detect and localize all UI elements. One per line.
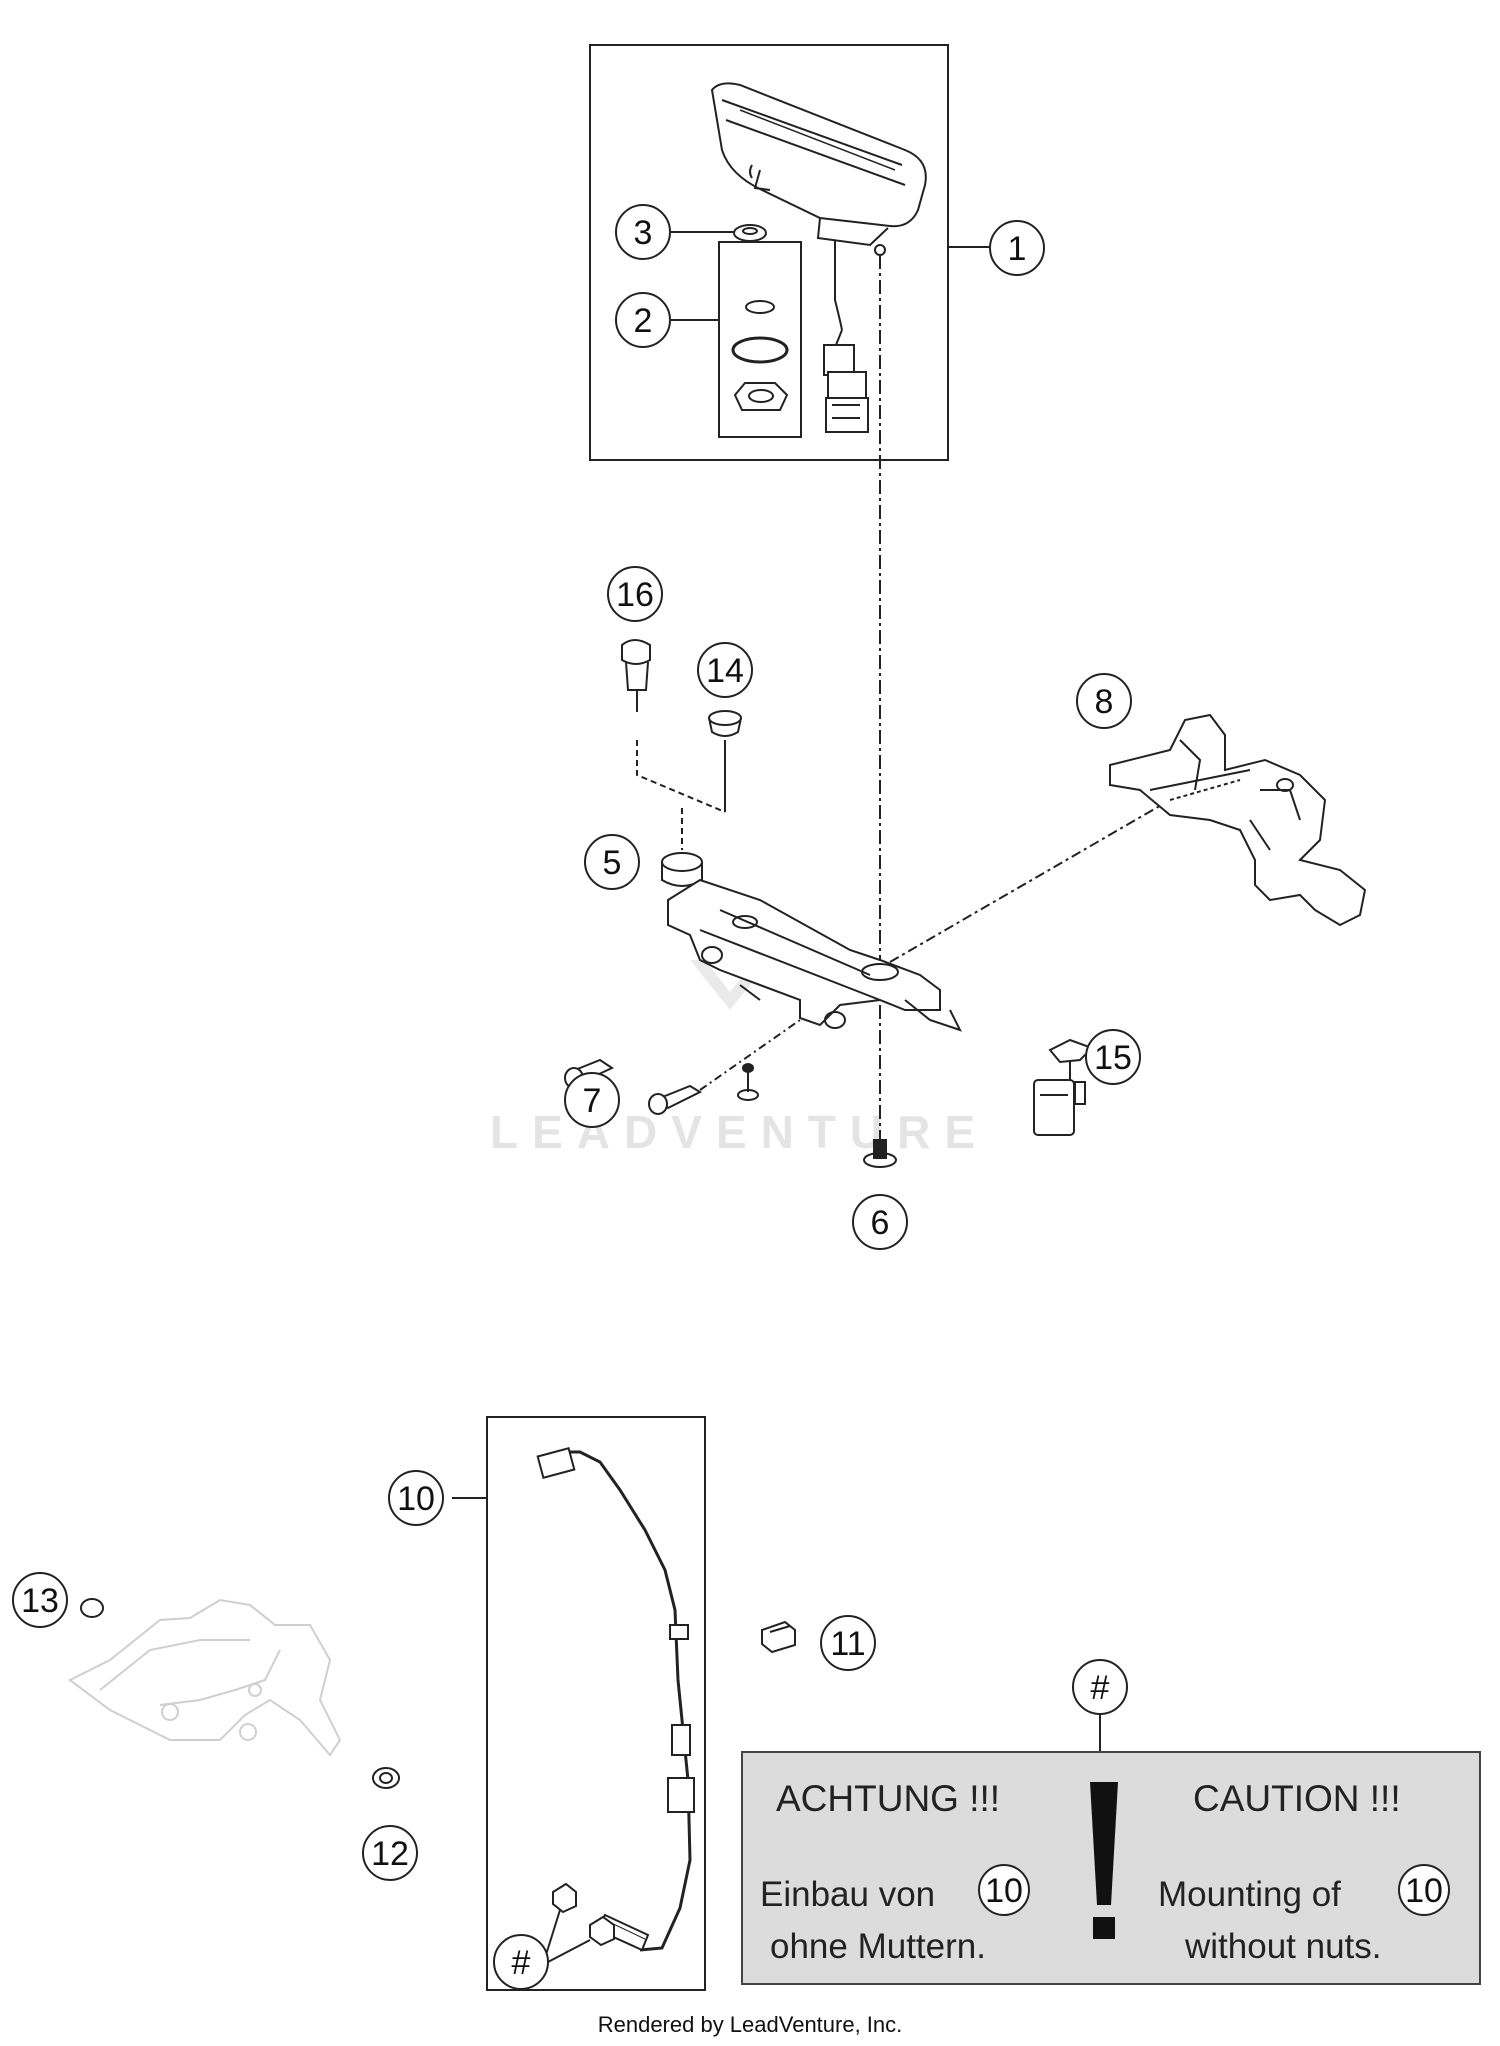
callout-label-10: 10 bbox=[397, 1480, 435, 1518]
caution-ref: 10 bbox=[1405, 1872, 1443, 1910]
callout-1 bbox=[989, 220, 1045, 276]
callout-label-13: 13 bbox=[21, 1582, 59, 1620]
achtung-line2: ohne Muttern. bbox=[770, 1927, 986, 1966]
callout-5 bbox=[584, 834, 640, 890]
callout-label-2: 2 bbox=[634, 302, 653, 340]
callout-3 bbox=[615, 204, 671, 260]
callouts bbox=[12, 204, 1141, 1990]
dashboard-kit-frame bbox=[589, 44, 949, 461]
callout-label-hash-notice: # bbox=[1091, 1669, 1110, 1707]
callout-12 bbox=[362, 1825, 418, 1881]
sensor-kit-frame bbox=[486, 1416, 706, 1991]
caution-line1: Mounting of bbox=[1158, 1875, 1341, 1914]
callout-11 bbox=[820, 1615, 876, 1671]
callout-label-15: 15 bbox=[1094, 1039, 1132, 1077]
callout-7 bbox=[564, 1072, 620, 1128]
render-credit: Rendered by LeadVenture, Inc. bbox=[597, 2012, 903, 2037]
achtung-heading: ACHTUNG !!! bbox=[776, 1778, 1000, 1819]
main-bracket-part bbox=[667, 878, 962, 1032]
callout-16 bbox=[607, 566, 663, 622]
bracket-assembly-group bbox=[564, 639, 1367, 1168]
callout-2 bbox=[615, 292, 671, 348]
achtung-ref: 10 bbox=[985, 1872, 1023, 1910]
callout-14 bbox=[697, 642, 753, 698]
callout-hash-notice bbox=[1072, 1659, 1128, 1715]
callout-label-11: 11 bbox=[830, 1625, 865, 1663]
callout-15 bbox=[1085, 1029, 1141, 1085]
holder-part-8 bbox=[1109, 713, 1367, 927]
callout-label-7: 7 bbox=[583, 1082, 602, 1120]
cap-part-14 bbox=[708, 710, 742, 812]
callout-label-12: 12 bbox=[371, 1835, 409, 1873]
switch-part-15 bbox=[1033, 1038, 1094, 1136]
bushing-part-5 bbox=[661, 852, 703, 887]
bolt-part-6 bbox=[863, 1139, 897, 1168]
caution-line2: without nuts. bbox=[1184, 1927, 1382, 1966]
seal-kit-part-2 bbox=[731, 300, 789, 411]
achtung-line1: Einbau von bbox=[760, 1875, 935, 1914]
watermark-text: LEADVENTURE bbox=[490, 1106, 989, 1158]
plug-part-16 bbox=[621, 639, 651, 712]
callout-label-16: 16 bbox=[616, 576, 654, 614]
exclamation-icon bbox=[1090, 1782, 1118, 1939]
callout-label-3: 3 bbox=[634, 214, 653, 252]
callout-label-5: 5 bbox=[603, 844, 622, 882]
screw-part bbox=[737, 1063, 759, 1101]
callout-6 bbox=[852, 1194, 908, 1250]
sensor-kit-group bbox=[452, 1416, 706, 1991]
dashboard-unit-part bbox=[710, 82, 927, 433]
callout-hash-kit bbox=[493, 1934, 549, 1990]
callout-13 bbox=[12, 1572, 68, 1628]
washer-part-3 bbox=[733, 224, 767, 242]
callout-10 bbox=[388, 1470, 444, 1526]
callout-label-6: 6 bbox=[871, 1204, 890, 1242]
bolt-part-7 bbox=[564, 1019, 801, 1115]
callout-labels: 1 2 3 16 14 8 5 15 7 6 10 13 11 12 # # bbox=[21, 214, 1132, 1982]
callout-label-8: 8 bbox=[1095, 683, 1114, 721]
callout-label-14: 14 bbox=[706, 652, 744, 690]
caution-heading: CAUTION !!! bbox=[1193, 1778, 1401, 1819]
frame-outline-group bbox=[68, 1598, 342, 1757]
callout-8 bbox=[1076, 673, 1132, 729]
callout-label-hash-kit: # bbox=[512, 1944, 531, 1982]
spacer-part-12 bbox=[372, 1767, 400, 1789]
ring-part-13 bbox=[80, 1598, 104, 1618]
clip-part-11 bbox=[761, 1620, 796, 1654]
callout-label-1: 1 bbox=[1008, 230, 1027, 268]
seal-kit-frame bbox=[718, 241, 802, 438]
dashboard-kit-group bbox=[589, 44, 990, 461]
caution-notice: ACHTUNG !!! CAUTION !!! Einbau von ohne … bbox=[741, 1712, 1481, 1985]
